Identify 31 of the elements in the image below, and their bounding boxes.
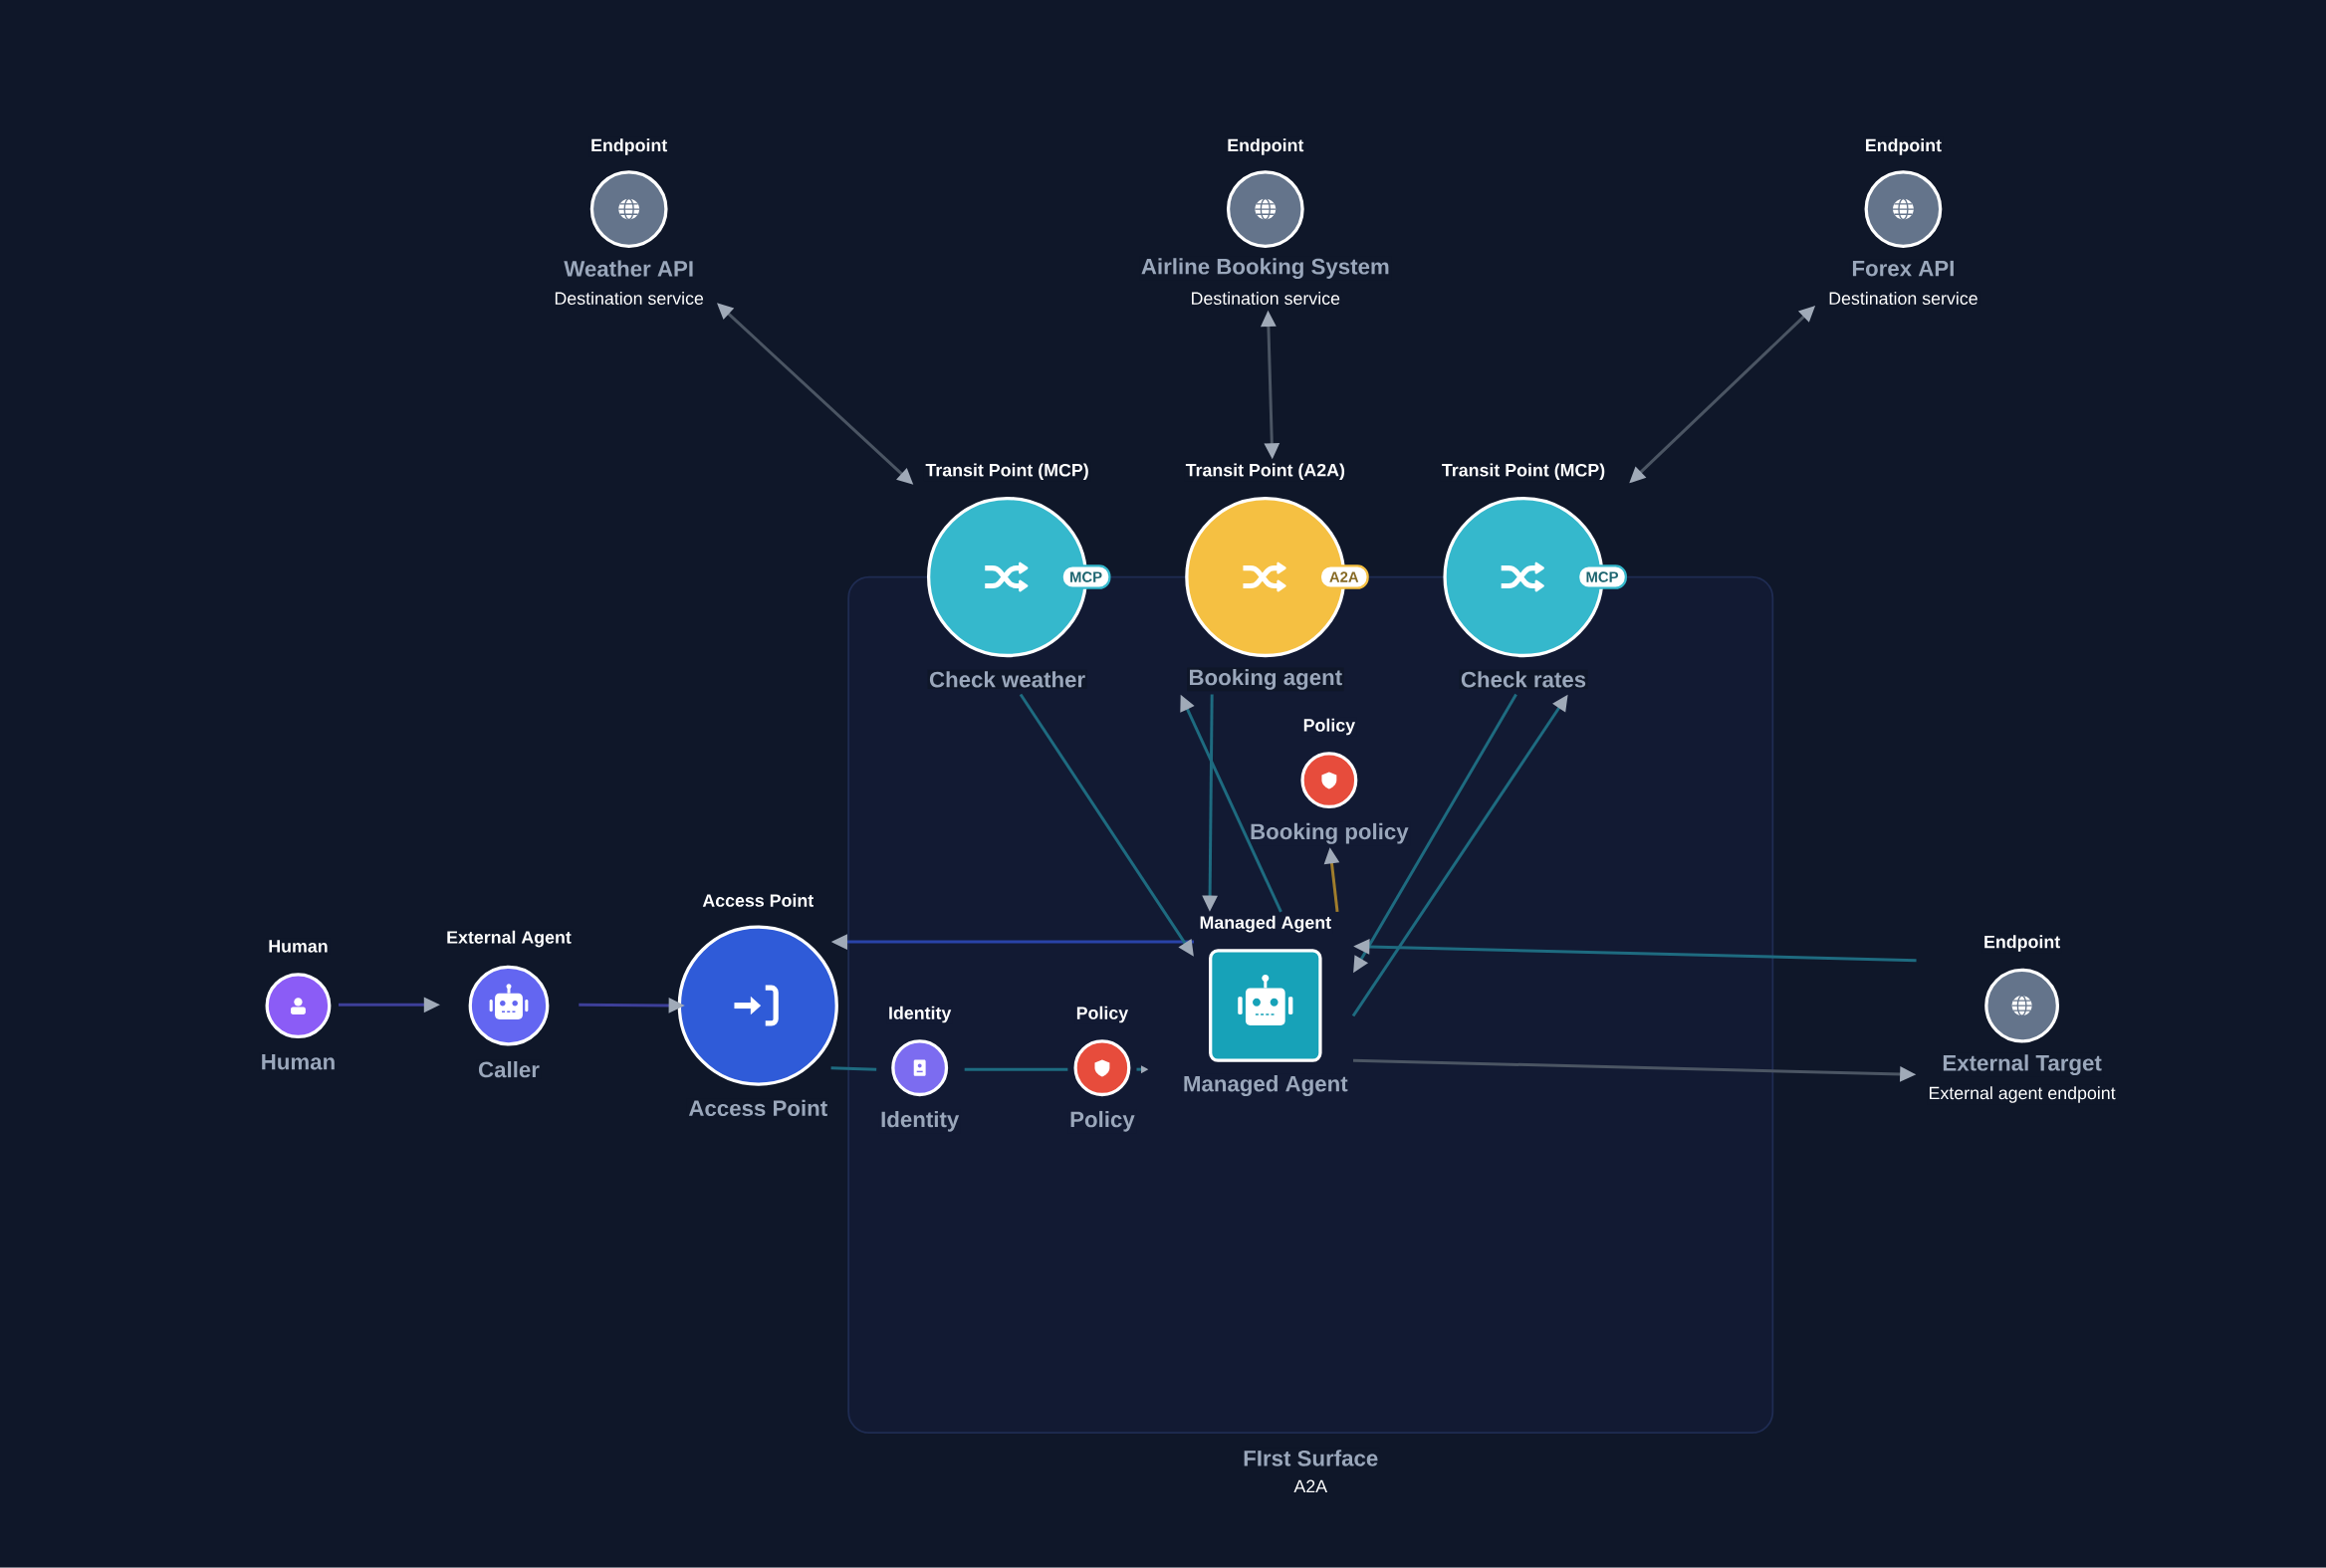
node-label: Weather API	[562, 259, 696, 279]
protocol-badge: MCP	[1577, 564, 1627, 589]
surface-subtitle: A2A	[1291, 1478, 1329, 1494]
protocol-badge: A2A	[1318, 564, 1369, 589]
node-header: Transit Point (A2A)	[1184, 462, 1347, 482]
node-label: Booking policy	[1248, 821, 1411, 846]
node-label: Caller	[476, 1059, 542, 1079]
node-header: Managed Agent	[1198, 914, 1333, 935]
node-label: Human	[259, 1052, 338, 1072]
node-subtitle: External agent endpoint	[1927, 1084, 2118, 1105]
node-header: Policy	[1074, 1005, 1130, 1024]
node-header: Policy	[1301, 717, 1357, 737]
node-header: Access Point	[700, 892, 815, 909]
node-subtitle: Destination service	[552, 290, 706, 307]
node-label: Policy	[1067, 1109, 1137, 1134]
node-header: External Agent	[444, 929, 574, 950]
node-label: Airline Booking System	[1139, 256, 1392, 281]
node-header: Endpoint	[1863, 136, 1944, 157]
node-label: Check rates	[1459, 669, 1588, 690]
node-subtitle: Destination service	[1189, 290, 1342, 307]
node-label: Access Point	[686, 1098, 829, 1118]
node-header: Transit Point (MCP)	[923, 462, 1091, 482]
node-label: Booking agent	[1187, 667, 1344, 692]
node-label: Identity	[878, 1109, 961, 1134]
node-label: Managed Agent	[1181, 1073, 1350, 1098]
node-subtitle: Destination service	[1826, 290, 1980, 307]
node-label: Forex API	[1850, 259, 1957, 279]
node-header: Identity	[886, 1005, 953, 1024]
node-label: External Target	[1940, 1052, 2104, 1077]
node-header: Transit Point (MCP)	[1440, 462, 1607, 482]
protocol-badge: MCP	[1060, 564, 1111, 589]
